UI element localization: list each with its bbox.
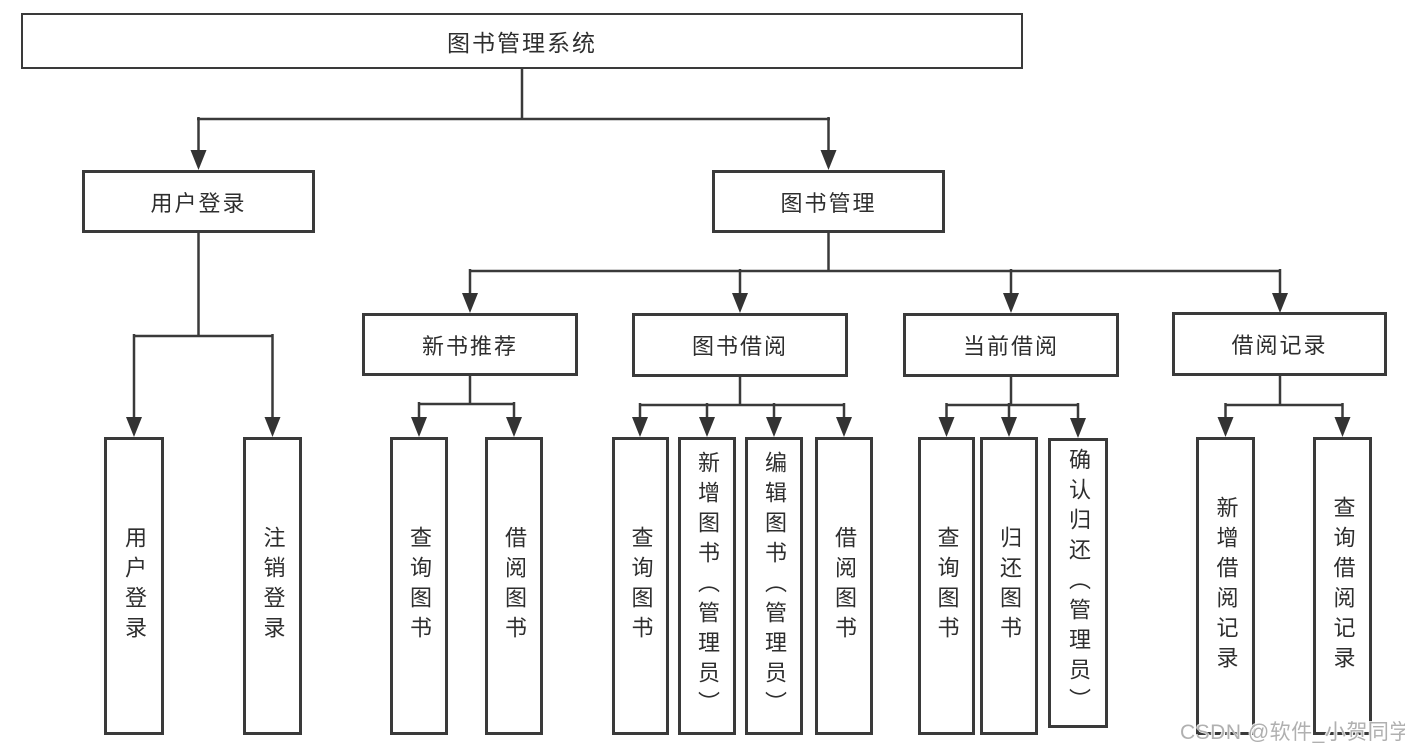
csdn-watermark: CSDN @软件_小贺同学 [1180, 721, 1405, 744]
leaf-add-book-admin: 新增图书（管理员） [678, 437, 736, 735]
leaf-borrow-book-1: 借阅图书 [485, 437, 543, 735]
node-user-login: 用户登录 [82, 170, 315, 233]
leaf-query-book-1: 查询图书 [390, 437, 448, 735]
node-root-system: 图书管理系统 [21, 13, 1023, 69]
leaf-query-book-2: 查询图书 [612, 437, 669, 735]
node-book-borrow: 图书借阅 [632, 313, 848, 377]
node-new-book-recommend: 新书推荐 [362, 313, 578, 376]
leaf-query-book-3: 查询图书 [918, 437, 975, 735]
leaf-query-borrow-record: 查询借阅记录 [1313, 437, 1372, 735]
node-borrow-records: 借阅记录 [1172, 312, 1387, 376]
connector-userlogin-to-leaves [126, 233, 281, 437]
connector-root-to-level2 [190, 69, 837, 170]
connector-borrow-to-leaves [632, 377, 852, 437]
leaf-return-book: 归还图书 [980, 437, 1038, 735]
connector-records-to-leaves [1217, 376, 1351, 437]
leaf-add-borrow-record: 新增借阅记录 [1196, 437, 1255, 735]
leaf-borrow-book-2: 借阅图书 [815, 437, 873, 735]
node-book-management: 图书管理 [712, 170, 945, 233]
leaf-logout: 注销登录 [243, 437, 302, 735]
connector-newbook-to-leaves [411, 376, 522, 437]
leaf-user-login: 用户登录 [104, 437, 164, 735]
leaf-edit-book-admin: 编辑图书（管理员） [745, 437, 803, 735]
connector-current-to-leaves [938, 377, 1086, 438]
leaf-confirm-return-admin: 确认归还（管理员） [1048, 438, 1108, 728]
connector-bookmgmt-to-level3 [462, 233, 1288, 313]
node-current-borrow: 当前借阅 [903, 313, 1119, 377]
